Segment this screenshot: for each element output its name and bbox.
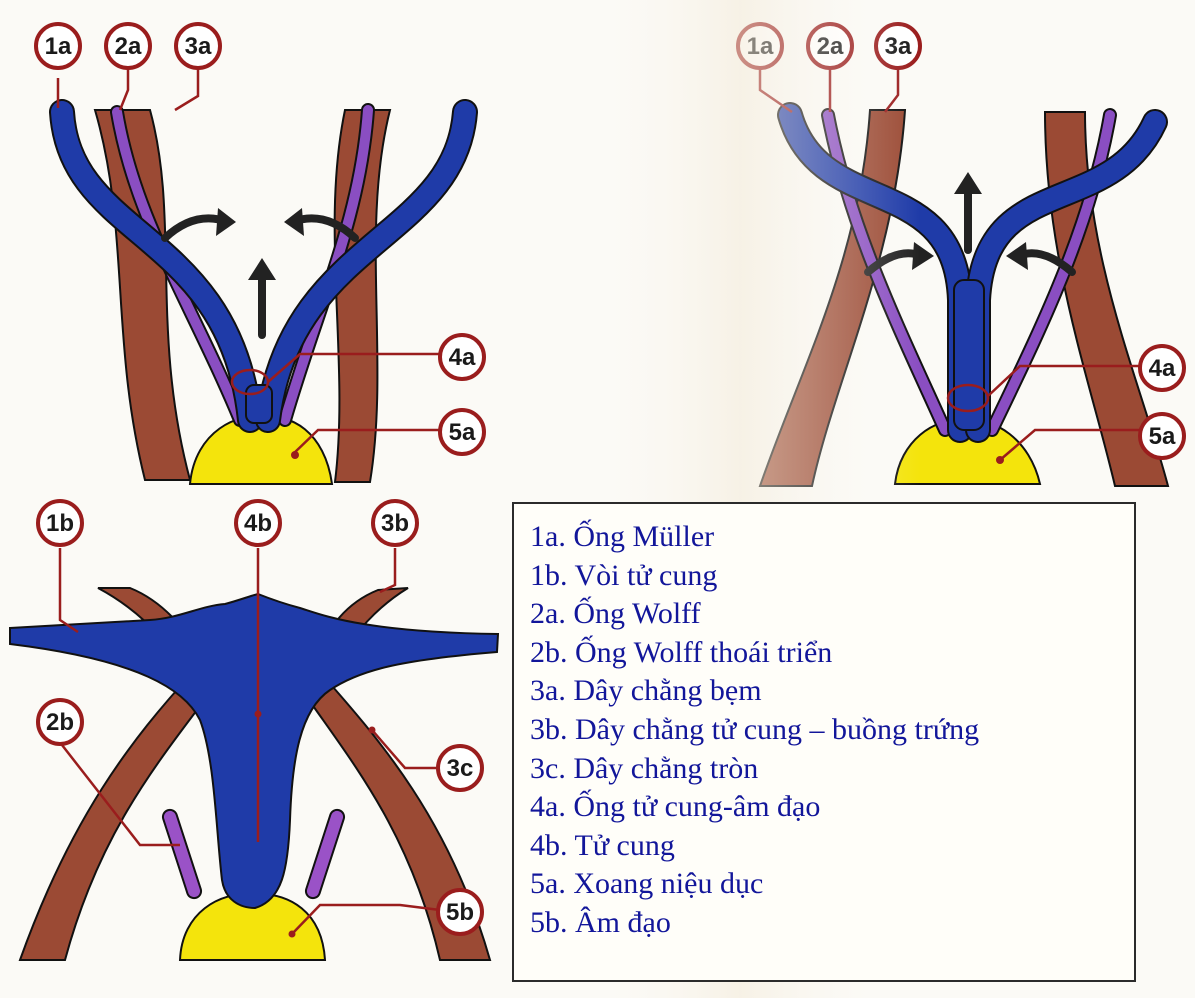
svg-text:3b: 3b <box>381 510 409 537</box>
legend-item: 1a. Ống Müller <box>530 520 715 553</box>
svg-text:1a: 1a <box>45 33 72 60</box>
right-round-ligament <box>300 668 492 961</box>
legend-item: 5b. Âm đạo <box>530 905 671 939</box>
svg-text:3a: 3a <box>185 33 212 60</box>
svg-text:4a: 4a <box>449 344 476 371</box>
legend-item: 4b. Tử cung <box>530 828 675 862</box>
legend-item: 1b. Vòi tử cung <box>530 558 718 592</box>
label-3b: 3b <box>371 499 419 594</box>
left-regressed-wolff <box>161 808 203 900</box>
svg-text:4b: 4b <box>244 510 272 537</box>
svg-text:1b: 1b <box>46 510 74 537</box>
label-4a: 4a <box>230 333 486 396</box>
label-1a: 1a <box>34 22 82 108</box>
label-4a: 4a <box>946 344 1186 413</box>
legend-item: 2b. Ống Wolff thoái triển <box>530 635 833 669</box>
svg-text:2b: 2b <box>46 709 74 736</box>
legend-box: 1a. Ống Müller 1b. Vòi tử cung 2a. Ống W… <box>512 502 1136 982</box>
panel-bottom-left: 1b 4b 3b 2b 3c <box>9 499 500 961</box>
svg-text:3c: 3c <box>447 755 474 782</box>
legend-item: 2a. Ống Wolff <box>530 597 701 631</box>
panel-top-left: 1a 2a 3a 4a 5a <box>34 22 486 485</box>
svg-text:4a: 4a <box>1149 355 1176 382</box>
svg-text:5a: 5a <box>449 419 476 446</box>
label-4b: 4b <box>234 499 282 842</box>
label-1b: 1b <box>36 499 84 634</box>
legend-item: 3a. Dây chằng bẹm <box>530 674 762 708</box>
legend-item: 3b. Dây chằng tử cung – buồng trứng <box>530 712 980 746</box>
legend-item: 5a. Xoang niệu dục <box>530 867 764 901</box>
fusion-point <box>245 384 273 424</box>
svg-text:2a: 2a <box>115 33 142 60</box>
svg-text:5a: 5a <box>1149 423 1176 450</box>
right-regressed-wolff <box>304 808 346 900</box>
label-5a: 5a <box>291 408 486 459</box>
legend-item: 4a. Ống tử cung-âm đạo <box>530 790 821 824</box>
legend-item: 3c. Dây chằng tròn <box>530 751 759 785</box>
label-5a: 5a <box>996 412 1186 464</box>
label-2b: 2b <box>36 698 180 847</box>
svg-text:5b: 5b <box>446 899 474 926</box>
fused-canal <box>953 279 985 431</box>
label-3c: 3c <box>368 726 484 792</box>
label-3a: 3a <box>174 22 222 112</box>
label-2a: 2a <box>104 22 152 111</box>
label-5b: 5b <box>288 888 484 938</box>
right-ligament <box>1043 111 1170 487</box>
